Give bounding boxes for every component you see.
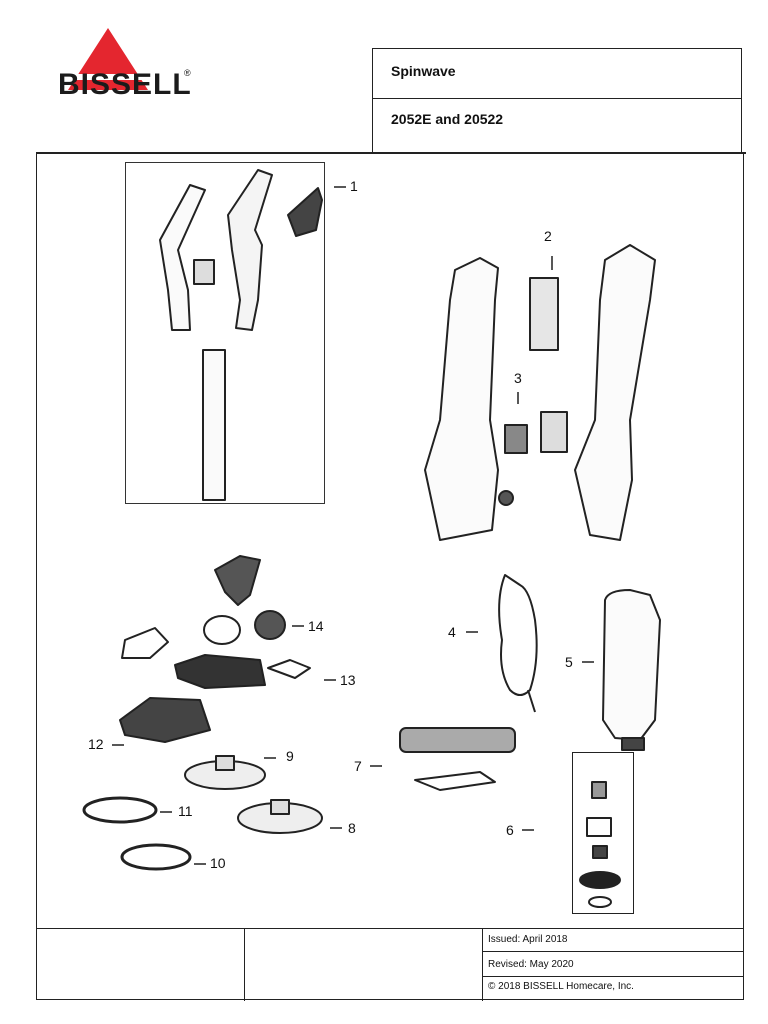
callout-1: 1 xyxy=(350,178,358,194)
footer-block: Issued: April 2018 Revised: May 2020 © 2… xyxy=(36,928,744,1001)
valve-part-b xyxy=(586,817,612,837)
callout-13: 13 xyxy=(340,672,356,688)
front-cover-part xyxy=(121,627,169,659)
cover-seal-part xyxy=(267,659,311,679)
footer-rule-2 xyxy=(482,976,744,977)
title-row-product: Spinwave xyxy=(373,49,741,99)
circuit-board-part xyxy=(529,277,559,351)
bissell-logo: BISSELL ® xyxy=(58,28,198,123)
cover-part xyxy=(174,654,266,689)
body-rear-housing xyxy=(574,244,656,541)
callout-5: 5 xyxy=(565,654,573,670)
valve-part-e xyxy=(588,896,612,908)
brand-name: BISSELL xyxy=(58,68,192,101)
callout-8: 8 xyxy=(348,820,356,836)
callout-6: 6 xyxy=(506,822,514,838)
top-assembly-part xyxy=(214,555,261,606)
bracket-part xyxy=(254,610,286,640)
tank-cap-part xyxy=(621,737,645,751)
footer-divider-1 xyxy=(244,929,245,1001)
title-block: Spinwave 2052E and 20522 xyxy=(372,48,742,152)
handle-tube-part xyxy=(202,349,226,501)
footer-divider-2 xyxy=(482,929,483,1001)
valve-part-a xyxy=(591,781,607,799)
product-name: Spinwave xyxy=(391,63,456,79)
handle-bracket-part xyxy=(193,259,215,285)
pump-fitting-part xyxy=(498,490,514,506)
motor-part xyxy=(399,727,516,753)
callout-4: 4 xyxy=(448,624,456,640)
callout-3: 3 xyxy=(514,370,522,386)
motor-bracket-part xyxy=(414,771,496,791)
valve-part-d xyxy=(579,871,621,889)
copyright-text: © 2018 BISSELL Homecare, Inc. xyxy=(488,981,634,992)
model-numbers: 2052E and 20522 xyxy=(391,111,504,127)
callout-10: 10 xyxy=(210,855,226,871)
pump-part xyxy=(504,424,528,454)
power-cord-part xyxy=(498,574,538,696)
handle-trigger-part xyxy=(287,187,323,237)
callout-7: 7 xyxy=(354,758,362,774)
valve-part-c xyxy=(592,845,608,859)
footer-rule-1 xyxy=(482,951,744,952)
handle-right-part xyxy=(227,169,273,331)
handle-parts-box xyxy=(125,162,325,504)
pump-bracket-part xyxy=(540,411,568,453)
seal-ring-11 xyxy=(82,796,158,824)
callout-11: 11 xyxy=(178,803,193,819)
gear-part xyxy=(203,615,241,645)
callout-12: 12 xyxy=(88,736,104,752)
callout-2: 2 xyxy=(544,228,552,244)
revised-date: Revised: May 2020 xyxy=(488,959,574,970)
water-tank-part xyxy=(602,589,661,741)
frame-top-rule xyxy=(36,152,746,154)
callout-9: 9 xyxy=(286,748,294,764)
brand-registered-mark: ® xyxy=(184,68,191,78)
seal-ring-10 xyxy=(120,843,192,871)
base-housing-part xyxy=(119,697,211,743)
small-parts-box xyxy=(572,752,634,914)
callout-14: 14 xyxy=(308,618,324,634)
issued-date: Issued: April 2018 xyxy=(488,934,568,945)
handle-left-part xyxy=(159,184,206,331)
logo-triangle-icon xyxy=(68,28,148,90)
body-front-housing xyxy=(424,257,499,541)
